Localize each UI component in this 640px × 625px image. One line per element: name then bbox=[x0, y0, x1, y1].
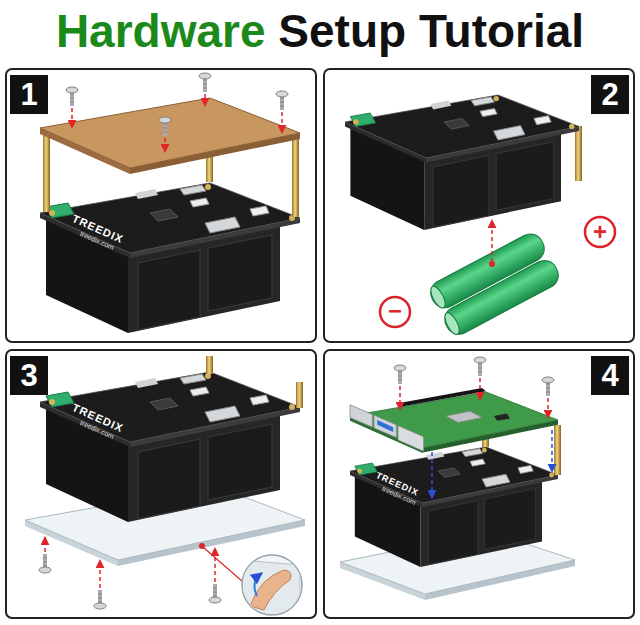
step3-illustration bbox=[209, 584, 221, 603]
panel-frames bbox=[324, 69, 634, 342]
step4-illustration bbox=[431, 452, 433, 498]
step4-illustration bbox=[340, 357, 575, 600]
step-number-box: 1 bbox=[10, 75, 48, 114]
step2-illustration bbox=[489, 261, 495, 267]
step4-illustration bbox=[542, 377, 554, 396]
step4-illustration bbox=[547, 398, 549, 418]
step-number: 4 bbox=[601, 360, 618, 391]
panel-frames bbox=[6, 69, 634, 618]
step1-illustration bbox=[40, 98, 300, 168]
step1-illustration bbox=[204, 94, 206, 106]
step1-illustration bbox=[66, 87, 78, 106]
step3-illustration bbox=[296, 382, 303, 408]
panel-frames bbox=[324, 350, 634, 618]
step1-illustration bbox=[276, 91, 288, 110]
step3-illustration bbox=[199, 543, 205, 549]
step2-illustration bbox=[585, 217, 615, 247]
step-number: 1 bbox=[20, 79, 37, 110]
title: Hardware Setup Tutorial bbox=[56, 2, 584, 60]
title-word: Tutorial bbox=[419, 5, 584, 57]
step3-illustration bbox=[254, 573, 262, 596]
step1-illustration bbox=[164, 138, 166, 152]
step3-illustration bbox=[206, 356, 213, 374]
step-number-box: 4 bbox=[591, 356, 629, 395]
step3-illustration bbox=[99, 560, 101, 588]
polarity-sign: − bbox=[388, 299, 402, 323]
step3-illustration bbox=[44, 537, 46, 552]
step2-illustration bbox=[428, 284, 448, 310]
step2-illustration bbox=[575, 126, 582, 181]
step4-illustration bbox=[432, 430, 552, 498]
step2-illustration bbox=[380, 297, 410, 327]
step4-illustration bbox=[474, 357, 486, 376]
step-number: 2 bbox=[601, 79, 618, 110]
step3-illustration bbox=[45, 537, 215, 588]
step3-illustration bbox=[40, 372, 300, 522]
step2-illustration bbox=[491, 220, 493, 262]
title-word: Setup bbox=[278, 5, 419, 57]
step4-illustration bbox=[551, 430, 553, 472]
step3-illustration bbox=[250, 570, 291, 610]
step3-illustration bbox=[240, 560, 300, 615]
step2-illustration bbox=[345, 95, 579, 230]
step4-illustration bbox=[394, 365, 406, 384]
panel-frames bbox=[6, 350, 316, 618]
step3-illustration bbox=[39, 554, 51, 573]
step1-illustration bbox=[72, 94, 282, 152]
title-word: Hardware bbox=[56, 5, 278, 57]
step3-illustration bbox=[203, 547, 243, 582]
step4-illustration bbox=[554, 425, 561, 475]
step2-illustration bbox=[440, 256, 563, 339]
step-number: 3 bbox=[20, 360, 37, 391]
step4-illustration bbox=[399, 386, 401, 410]
step2-illustration bbox=[426, 229, 563, 338]
step3-illustration bbox=[25, 356, 305, 615]
step3-illustration bbox=[214, 548, 216, 582]
step4-illustration bbox=[400, 378, 548, 418]
step3-illustration bbox=[240, 560, 300, 615]
step2-illustration bbox=[442, 311, 462, 337]
step2-illustration bbox=[345, 95, 615, 339]
step1-illustration bbox=[43, 134, 50, 212]
step4-illustration bbox=[350, 388, 558, 453]
panel-frames bbox=[6, 69, 316, 342]
step1-illustration bbox=[281, 112, 283, 133]
step1-illustration bbox=[292, 139, 299, 217]
step-number-box: 3 bbox=[10, 356, 48, 395]
step1-illustration bbox=[199, 73, 211, 92]
step1-illustration bbox=[71, 108, 73, 128]
step4-illustration bbox=[479, 378, 481, 400]
step4-illustration bbox=[350, 447, 558, 567]
polarity-sign: + bbox=[593, 220, 607, 244]
step-number-box: 2 bbox=[591, 75, 629, 114]
step1-illustration bbox=[159, 117, 171, 136]
step1-illustration bbox=[40, 73, 300, 333]
step1-illustration bbox=[40, 183, 300, 333]
step3-illustration bbox=[94, 590, 106, 609]
